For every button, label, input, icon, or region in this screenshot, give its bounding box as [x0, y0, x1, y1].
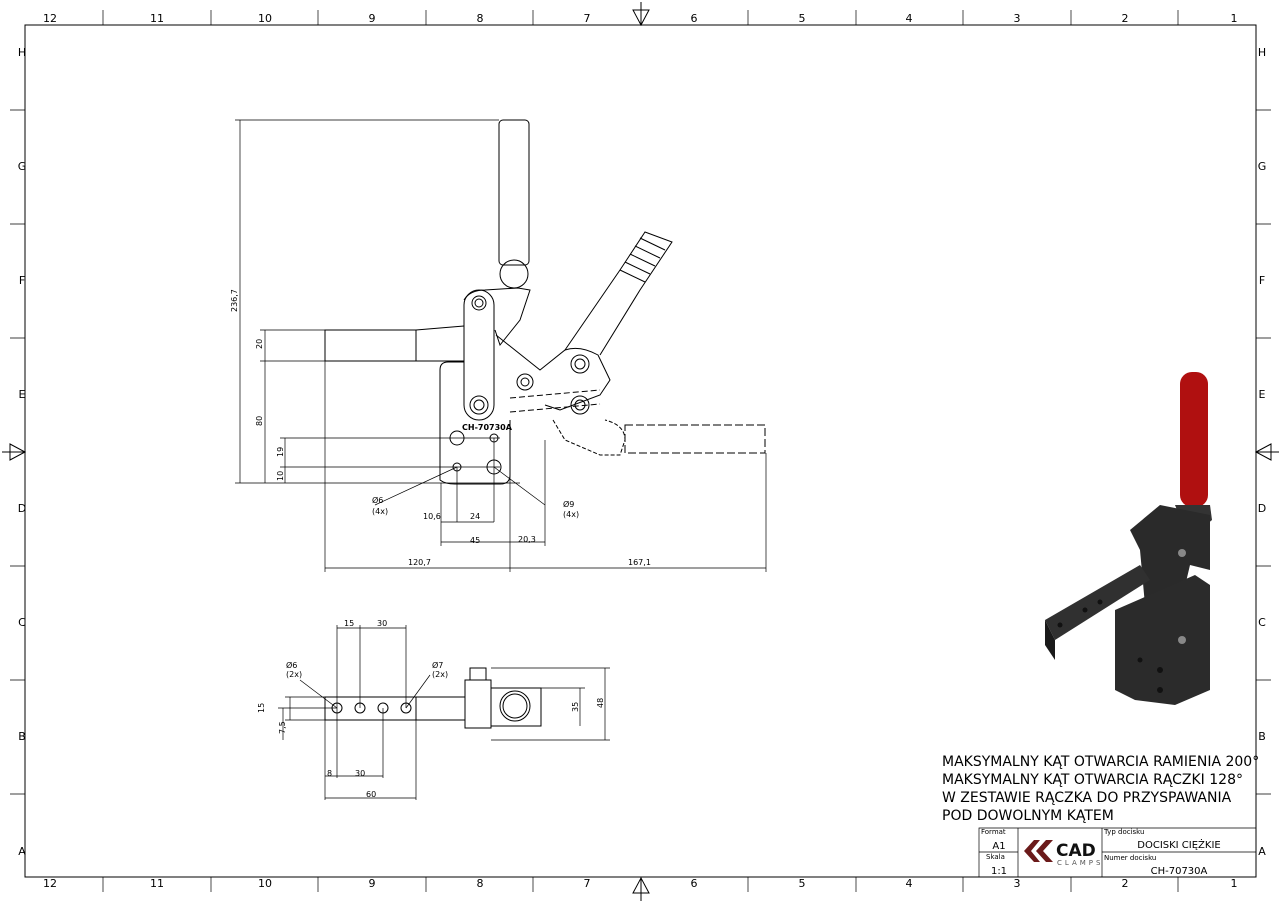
logo-subtext: CLAMPS — [1057, 859, 1103, 867]
row-label: E — [19, 388, 26, 401]
dim-hole-a-qty: (2x) — [286, 670, 302, 679]
column-markers: 12 11 10 9 8 7 6 5 4 3 2 1 12 11 10 9 8 … — [43, 12, 1238, 890]
col-label: 8 — [477, 877, 484, 890]
col-label: 5 — [799, 877, 806, 890]
row-label: B — [1258, 730, 1266, 743]
part-label: CH-70730A — [462, 423, 513, 432]
row-label: A — [18, 845, 26, 858]
col-label: 11 — [150, 12, 164, 25]
row-label: H — [18, 46, 26, 59]
dim-15-left: 15 — [257, 703, 266, 713]
cad-clamps-logo: CAD CLAMPS — [1024, 840, 1103, 867]
dim-hole-large: Ø9 — [563, 499, 574, 509]
dim-15: 15 — [344, 619, 354, 628]
row-label: H — [1258, 46, 1266, 59]
row-label: C — [18, 616, 26, 629]
col-label: 10 — [258, 877, 272, 890]
scale-label: Skala — [986, 853, 1005, 861]
col-label: 5 — [799, 12, 806, 25]
dim-45: 45 — [470, 536, 480, 545]
col-label: 3 — [1014, 12, 1021, 25]
dim-10-6: 10,6 — [423, 512, 441, 521]
note-line: MAKSYMALNY KĄT OTWARCIA RAMIENIA 200° — [942, 754, 1259, 770]
col-label: 7 — [584, 12, 591, 25]
col-label: 7 — [584, 877, 591, 890]
logo-text: CAD — [1056, 841, 1096, 861]
dim-arm-height: 20 — [255, 339, 264, 349]
row-label: D — [18, 502, 26, 515]
row-markers: H G F E D C B A H G F E D C B A — [18, 46, 1267, 858]
type-value: DOCISKI CIĘŻKIE — [1137, 838, 1220, 851]
front-view — [324, 119, 766, 485]
row-label: B — [18, 730, 26, 743]
col-label: 6 — [691, 877, 698, 890]
front-dimension-lines — [235, 119, 767, 572]
dim-right-extent: 167,1 — [628, 558, 651, 567]
col-label: 4 — [906, 877, 913, 890]
title-block: Format A1 Skala 1:1 CAD CLAMPS Typ docis… — [978, 827, 1256, 877]
dim-hole-small: Ø6 — [372, 495, 383, 505]
col-label: 11 — [150, 877, 164, 890]
dim-hole-large-qty: (4x) — [563, 510, 579, 519]
dim-30-bottom: 30 — [355, 769, 365, 778]
dim-30-top: 30 — [377, 619, 387, 628]
number-value: CH-70730A — [1151, 866, 1208, 877]
col-label: 6 — [691, 12, 698, 25]
col-label: 10 — [258, 12, 272, 25]
top-dimension-texts: 15 30 Ø6 (2x) Ø7 (2x) 15 7,5 8 30 60 35 … — [257, 619, 605, 799]
dim-total-height: 236,7 — [230, 289, 239, 312]
row-label: C — [1258, 616, 1266, 629]
dim-hole-offset: 10 — [276, 471, 285, 481]
row-label: F — [19, 274, 25, 287]
dim-base-height: 80 — [255, 416, 264, 426]
dim-hole-b: Ø7 — [432, 660, 443, 670]
row-label: E — [1259, 388, 1266, 401]
type-label: Typ docisku — [1103, 828, 1144, 836]
row-label: A — [1258, 845, 1266, 858]
col-label: 4 — [906, 12, 913, 25]
row-label: G — [18, 160, 27, 173]
col-label: 12 — [43, 12, 57, 25]
dim-hole-small-qty: (4x) — [372, 507, 388, 516]
dim-left-extent: 120,7 — [408, 558, 431, 567]
col-label: 9 — [369, 877, 376, 890]
col-label: 3 — [1014, 877, 1021, 890]
col-label: 2 — [1122, 877, 1129, 890]
dim-48: 48 — [596, 698, 605, 708]
row-label: D — [1258, 502, 1266, 515]
format-value: A1 — [992, 841, 1005, 852]
notes: MAKSYMALNY KĄT OTWARCIA RAMIENIA 200° MA… — [942, 754, 1259, 824]
front-dimension-texts: 236,7 20 80 19 10 Ø6 (4x) Ø9 (4x) 10,6 2… — [230, 289, 651, 567]
top-dimension-lines — [278, 625, 610, 800]
row-label: G — [1258, 160, 1267, 173]
dim-hole-spacing: 19 — [276, 447, 285, 457]
col-label: 9 — [369, 12, 376, 25]
col-label: 1 — [1231, 877, 1238, 890]
col-label: 1 — [1231, 12, 1238, 25]
dim-35: 35 — [571, 702, 580, 712]
col-label: 2 — [1122, 12, 1129, 25]
row-label: F — [1259, 274, 1265, 287]
note-line: POD DOWOLNYM KĄTEM — [942, 808, 1114, 824]
note-line: MAKSYMALNY KĄT OTWARCIA RĄCZKI 128° — [942, 772, 1243, 788]
dim-60: 60 — [366, 790, 376, 799]
dim-hole-b-qty: (2x) — [432, 670, 448, 679]
isometric-render — [1045, 372, 1212, 705]
dim-20-3: 20,3 — [518, 535, 536, 544]
drawing-border — [24, 24, 1257, 878]
format-label: Format — [981, 828, 1006, 836]
number-label: Numer docisku — [1104, 854, 1156, 862]
scale-value: 1:1 — [991, 866, 1007, 877]
note-line: W ZESTAWIE RĄCZKA DO PRZYSPAWANIA — [942, 790, 1232, 806]
dim-7-5: 7,5 — [278, 721, 287, 734]
col-label: 8 — [477, 12, 484, 25]
dim-8: 8 — [327, 769, 332, 778]
dim-24: 24 — [470, 512, 480, 521]
dim-hole-a: Ø6 — [286, 660, 297, 670]
col-label: 12 — [43, 877, 57, 890]
